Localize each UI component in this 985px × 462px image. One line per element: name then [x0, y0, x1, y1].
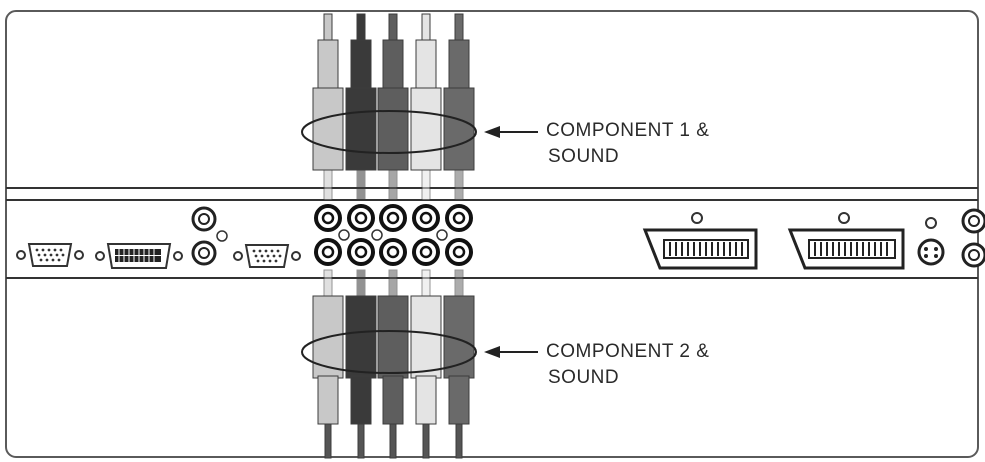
scart-port-icon	[642, 212, 758, 270]
vga-port-icon	[16, 243, 84, 267]
rca-jack-icon	[191, 206, 228, 266]
rca-jack-icon	[445, 204, 473, 232]
vga-port-icon	[233, 244, 301, 268]
rca-plug-top	[345, 13, 377, 201]
rca-plug-bottom	[377, 269, 409, 459]
rca-jack-icon	[314, 204, 342, 232]
rca-jack-icon	[379, 238, 407, 266]
dvi-port-icon	[95, 243, 183, 269]
ground-screw-icon	[371, 229, 383, 241]
arrow-icon	[484, 346, 538, 358]
callout-bottom-line2: SOUND	[548, 367, 620, 388]
rca-plug-top	[312, 13, 344, 201]
rca-jack-grid	[314, 204, 473, 266]
rca-plug-top	[410, 13, 442, 201]
s-video-port-icon	[917, 217, 945, 266]
back-panel-strip	[6, 187, 978, 279]
rca-jack-icon	[412, 204, 440, 232]
scart-port-icon	[787, 212, 905, 270]
rca-plug-bottom	[410, 269, 442, 459]
panel-frame	[5, 10, 979, 458]
rca-jack-icon	[961, 208, 985, 268]
highlight-ellipse-top	[301, 110, 477, 154]
rca-jack-icon	[314, 238, 342, 266]
arrow-icon	[484, 126, 538, 138]
rca-plug-bottom	[443, 269, 475, 459]
rca-jack-icon	[347, 204, 375, 232]
rca-jack-icon	[412, 238, 440, 266]
rca-plug-bottom	[345, 269, 377, 459]
rca-jack-icon	[445, 238, 473, 266]
rca-plug-top	[377, 13, 409, 201]
ground-screw-icon	[338, 229, 350, 241]
highlight-ellipse-bottom	[301, 330, 477, 374]
callout-bottom-line1: COMPONENT 2 &	[546, 341, 710, 362]
rca-plug-top	[443, 13, 475, 201]
callout-top-line2: SOUND	[548, 146, 620, 167]
cable-bundle-bottom	[312, 269, 475, 459]
rca-jack-icon	[379, 204, 407, 232]
callout-top-line1: COMPONENT 1 &	[546, 120, 710, 141]
cable-bundle-top	[312, 13, 475, 201]
rca-jack-icon	[347, 238, 375, 266]
ground-screw-icon	[436, 229, 448, 241]
